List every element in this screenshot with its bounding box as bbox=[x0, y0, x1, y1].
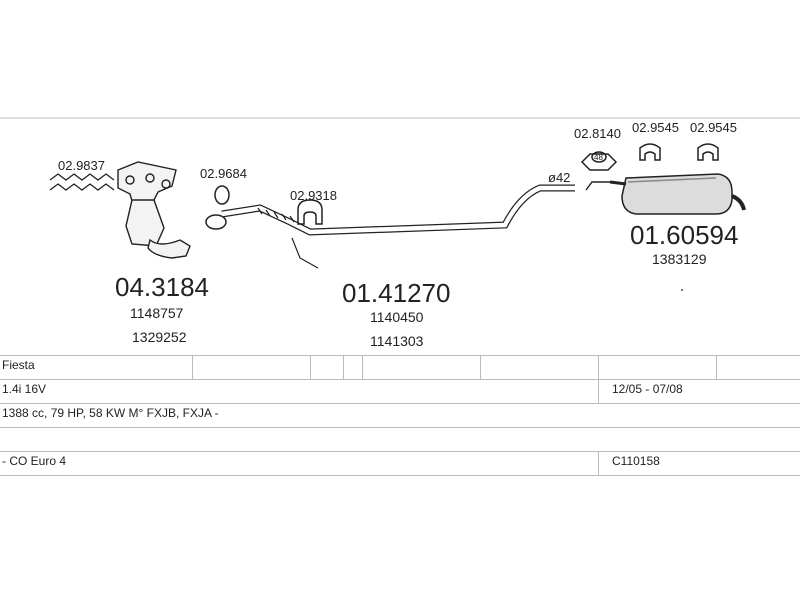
ring-rear-size: 48 bbox=[594, 153, 603, 162]
dates-cell: 12/05 - 07/08 bbox=[612, 382, 683, 396]
hanger-mid-part bbox=[297, 199, 323, 225]
midpipe-part-number: 01.41270 bbox=[342, 278, 450, 308]
divider bbox=[192, 356, 193, 379]
divider bbox=[362, 356, 363, 379]
table-row-engine: 1.4i 16V 12/05 - 07/08 bbox=[0, 380, 800, 404]
exhaust-system-diagram: 02.9837 04.3184 1148757 1329252 02.9684 … bbox=[0, 117, 800, 349]
engine-cell: 1.4i 16V bbox=[2, 382, 47, 396]
divider bbox=[598, 356, 599, 379]
catalyst-ref-1: 1148757 bbox=[130, 305, 184, 321]
spec-cell: 1388 cc, 79 HP, 58 KW M° FXJB, FXJA - bbox=[2, 406, 219, 420]
midpipe-ref-2: 1141303 bbox=[370, 333, 424, 349]
catalyst-ref-2: 1329252 bbox=[132, 329, 187, 345]
flange-gasket-part bbox=[49, 173, 115, 191]
emission-cell: - CO Euro 4 bbox=[2, 454, 67, 468]
hanger-rear-2-label: 02.9545 bbox=[690, 120, 737, 135]
divider bbox=[598, 452, 599, 475]
ring-front-label: 02.9684 bbox=[200, 166, 247, 181]
clamp-diameter-label: ø42 bbox=[548, 170, 570, 185]
gasket-left-label: 02.9837 bbox=[58, 158, 105, 173]
hanger-rear-2-part bbox=[697, 143, 719, 161]
table-row-spec: 1388 cc, 79 HP, 58 KW M° FXJB, FXJA - bbox=[0, 404, 800, 428]
divider bbox=[310, 356, 311, 379]
catalyst-manifold-part bbox=[117, 161, 191, 259]
divider bbox=[716, 356, 717, 379]
ring-rear-part bbox=[580, 151, 618, 171]
vehicle-info-table: Fiesta 1.4i 16V 12/05 - 07/08 1388 cc, 7… bbox=[0, 355, 800, 476]
code-cell: C110158 bbox=[612, 454, 660, 468]
rear-silencer-part bbox=[609, 173, 746, 215]
table-row-model: Fiesta bbox=[0, 356, 800, 380]
catalyst-part-number: 04.3184 bbox=[115, 272, 209, 302]
divider bbox=[343, 356, 344, 379]
dot-mark bbox=[681, 289, 683, 291]
divider bbox=[480, 356, 481, 379]
silencer-part-number: 01.60594 bbox=[630, 220, 738, 250]
ring-front-part bbox=[214, 185, 230, 205]
mid-pipe-part bbox=[205, 181, 610, 269]
midpipe-ref-1: 1140450 bbox=[370, 309, 424, 325]
ring-rear-label: 02.8140 bbox=[574, 126, 621, 141]
hanger-rear-1-part bbox=[639, 143, 661, 161]
hanger-mid-label: 02.9318 bbox=[290, 188, 337, 203]
hanger-rear-1-label: 02.9545 bbox=[632, 120, 679, 135]
table-row-emission: - CO Euro 4 C110158 bbox=[0, 452, 800, 476]
silencer-ref: 1383129 bbox=[652, 251, 707, 267]
table-row-empty bbox=[0, 428, 800, 452]
divider bbox=[598, 380, 599, 403]
model-cell: Fiesta bbox=[2, 358, 35, 372]
